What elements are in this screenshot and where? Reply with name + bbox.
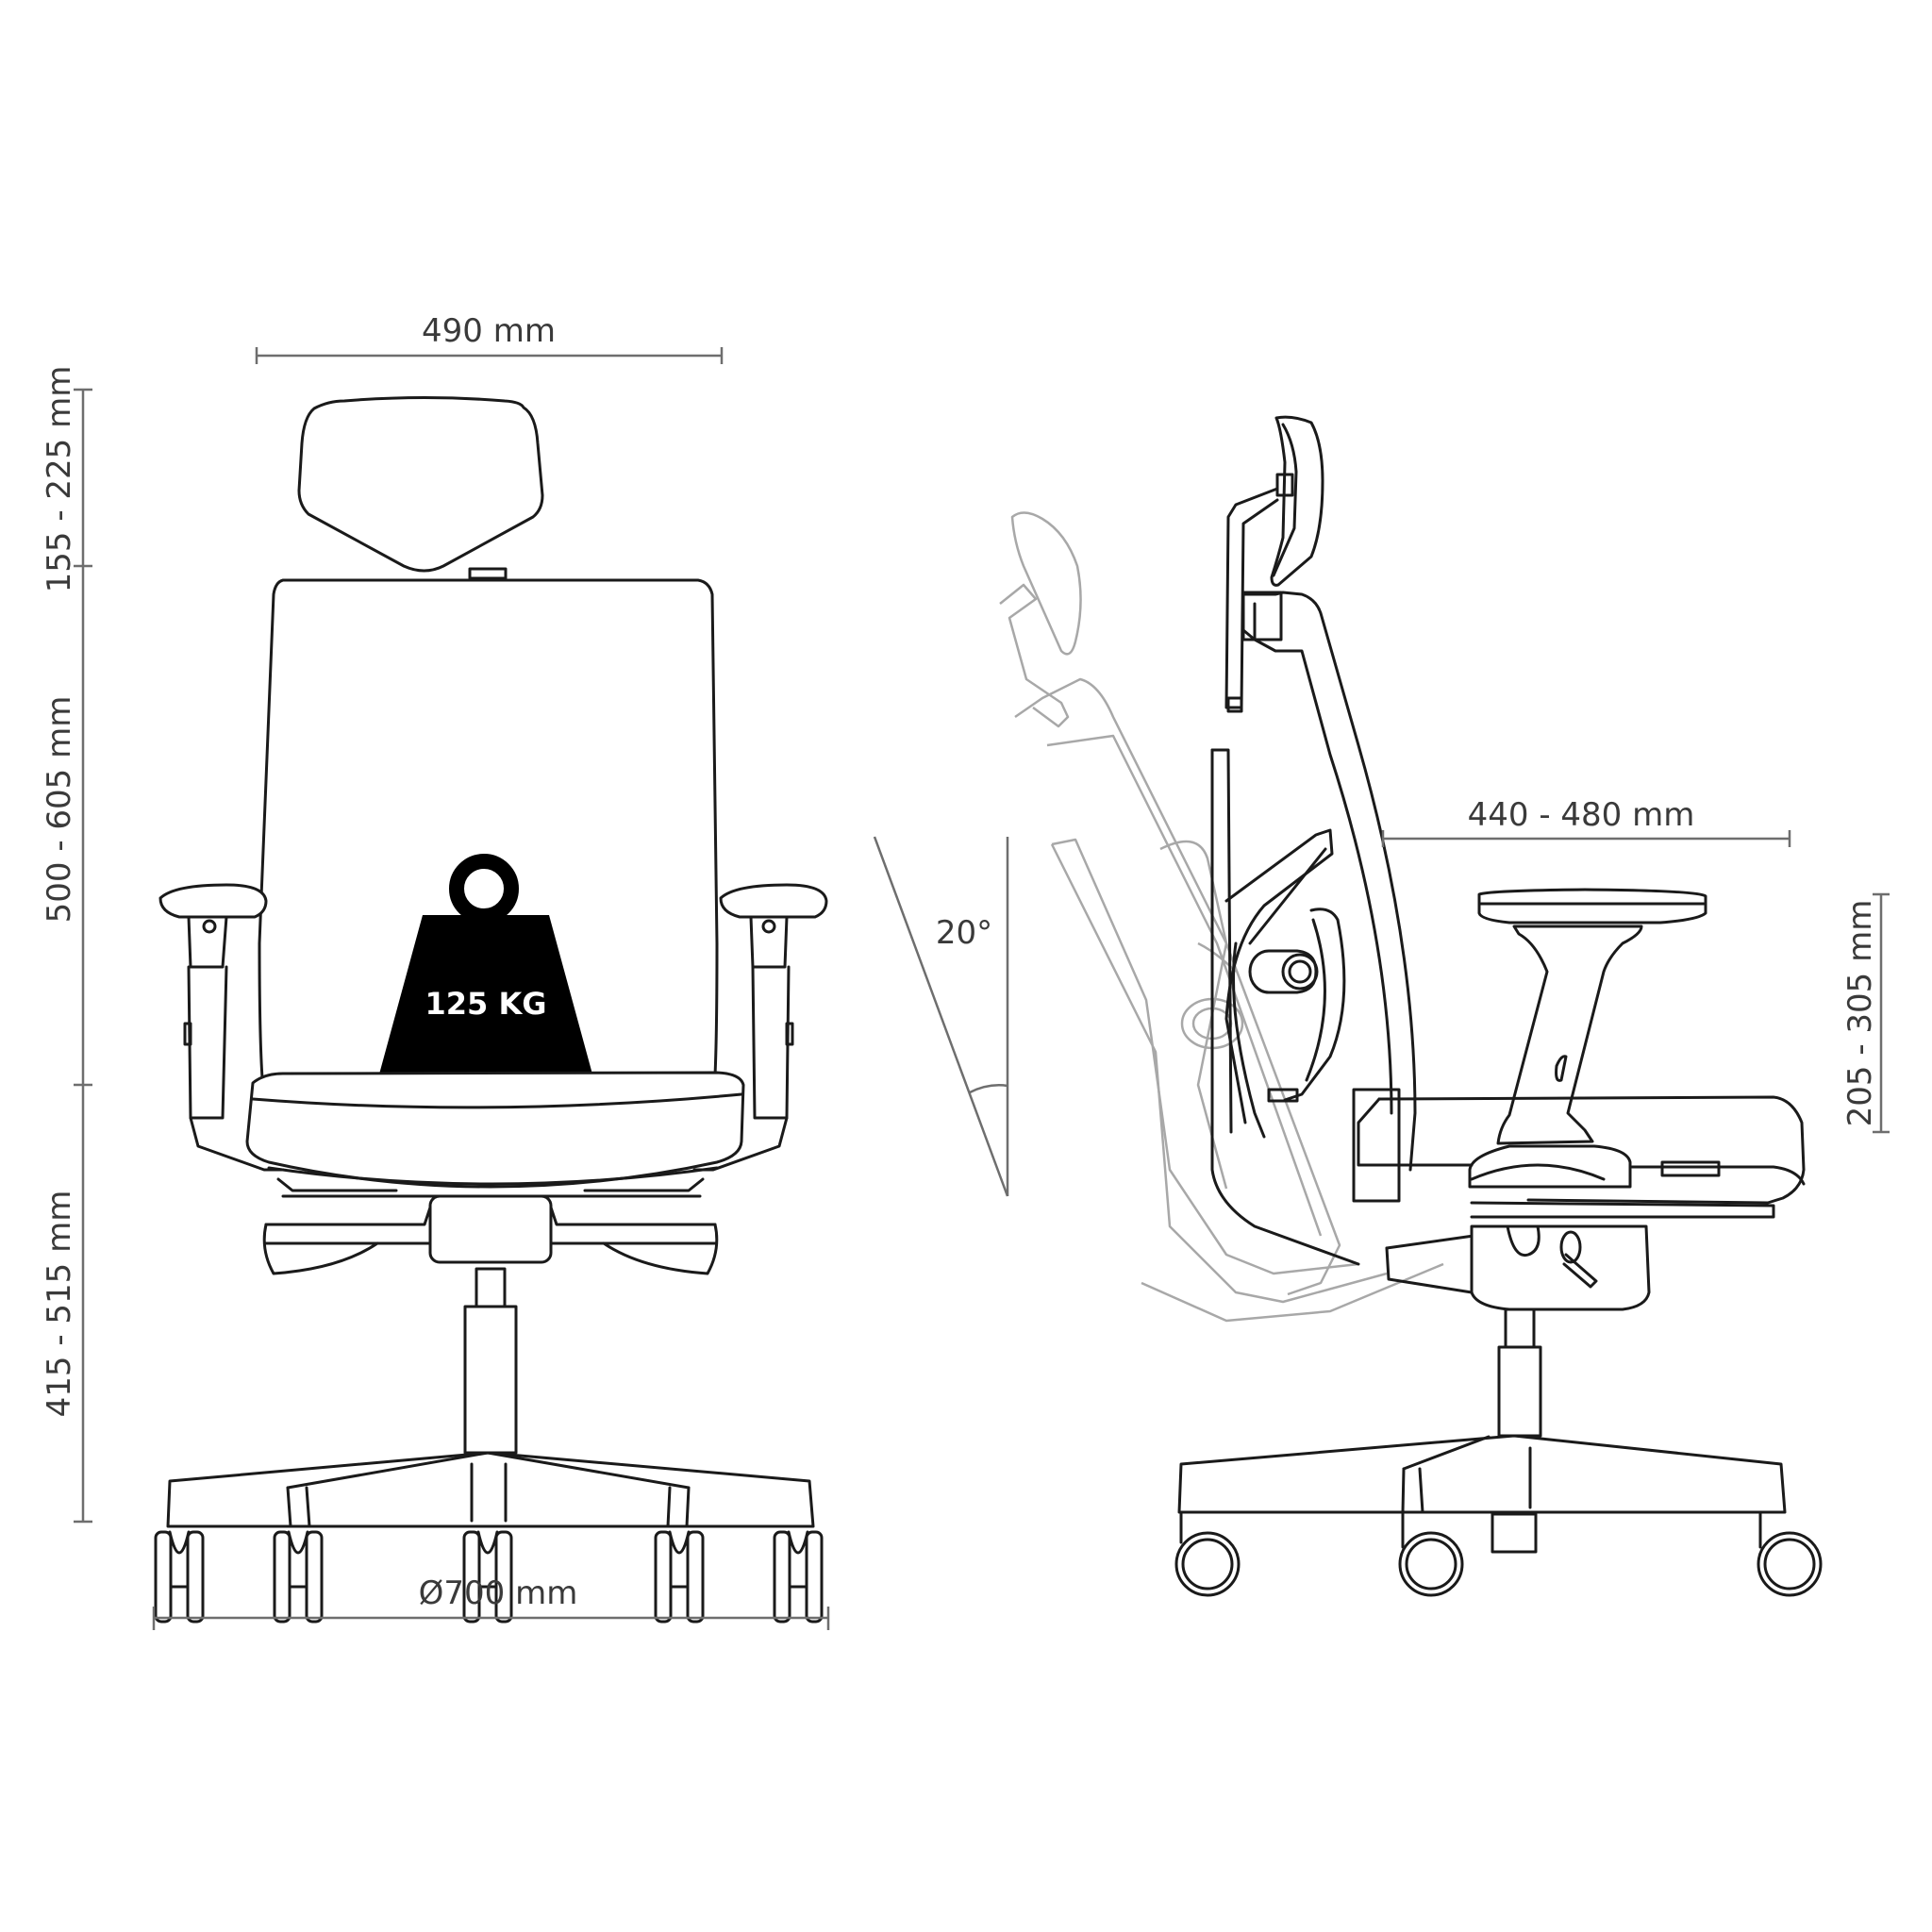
front-base (166, 1451, 815, 1528)
headrest-height-label: 155 - 225 mm (41, 366, 78, 593)
caster (773, 1530, 824, 1624)
wheel (1757, 1510, 1823, 1597)
height-dimensions: 155 - 225 mm 500 - 605 mm 415 - 515 mm (41, 366, 92, 1524)
headrest-connector (468, 567, 508, 580)
armrest-height-label: 205 - 305 mm (1841, 900, 1879, 1127)
front-view: 490 mm 155 - 225 mm 500 - 605 mm 415 - 5… (41, 312, 830, 1630)
caster (462, 1530, 513, 1624)
armrest-height-dimension: 205 - 305 mm (1841, 892, 1890, 1134)
wheel (1398, 1510, 1464, 1597)
side-column (1497, 1345, 1542, 1438)
side-view: 20° (873, 415, 1890, 1597)
base-diameter-label: Ø700 mm (419, 1574, 578, 1612)
recline-angle-indicator: 20° (873, 836, 1009, 1197)
side-armrest (1468, 888, 1707, 1189)
side-headrest (1224, 415, 1324, 713)
front-armrest-left (158, 883, 285, 1172)
caster (154, 1530, 205, 1624)
width-dimension: 490 mm (255, 312, 724, 364)
front-column (463, 1305, 518, 1455)
side-column-foot (1491, 1512, 1538, 1554)
caster (273, 1530, 324, 1624)
side-wheels (1174, 1510, 1823, 1597)
front-mechanism (262, 1194, 719, 1275)
recline-angle-label: 20° (936, 914, 992, 952)
side-backrest (1210, 591, 1417, 1266)
front-headrest (297, 396, 544, 573)
side-seat (1352, 1088, 1806, 1219)
width-label: 490 mm (422, 312, 556, 350)
seat-depth-dimension: 440 - 480 mm (1381, 796, 1791, 847)
weight-icon: 125 KG (377, 854, 594, 1081)
seat-height-label: 415 - 515 mm (41, 1191, 78, 1418)
seat-depth-label: 440 - 480 mm (1468, 796, 1695, 834)
load-capacity-label: 125 KG (425, 986, 547, 1022)
wheel (1174, 1510, 1241, 1597)
base-diameter-dimension: Ø700 mm (152, 1574, 830, 1630)
front-armrest-right (692, 883, 828, 1172)
front-seat (245, 1071, 745, 1189)
backrest-height-label: 500 - 605 mm (41, 696, 78, 924)
front-casters (154, 1530, 824, 1624)
side-mechanism (1385, 1224, 1651, 1349)
caster (654, 1530, 705, 1624)
front-gas-lift-top (475, 1267, 507, 1308)
side-base (1177, 1434, 1787, 1514)
